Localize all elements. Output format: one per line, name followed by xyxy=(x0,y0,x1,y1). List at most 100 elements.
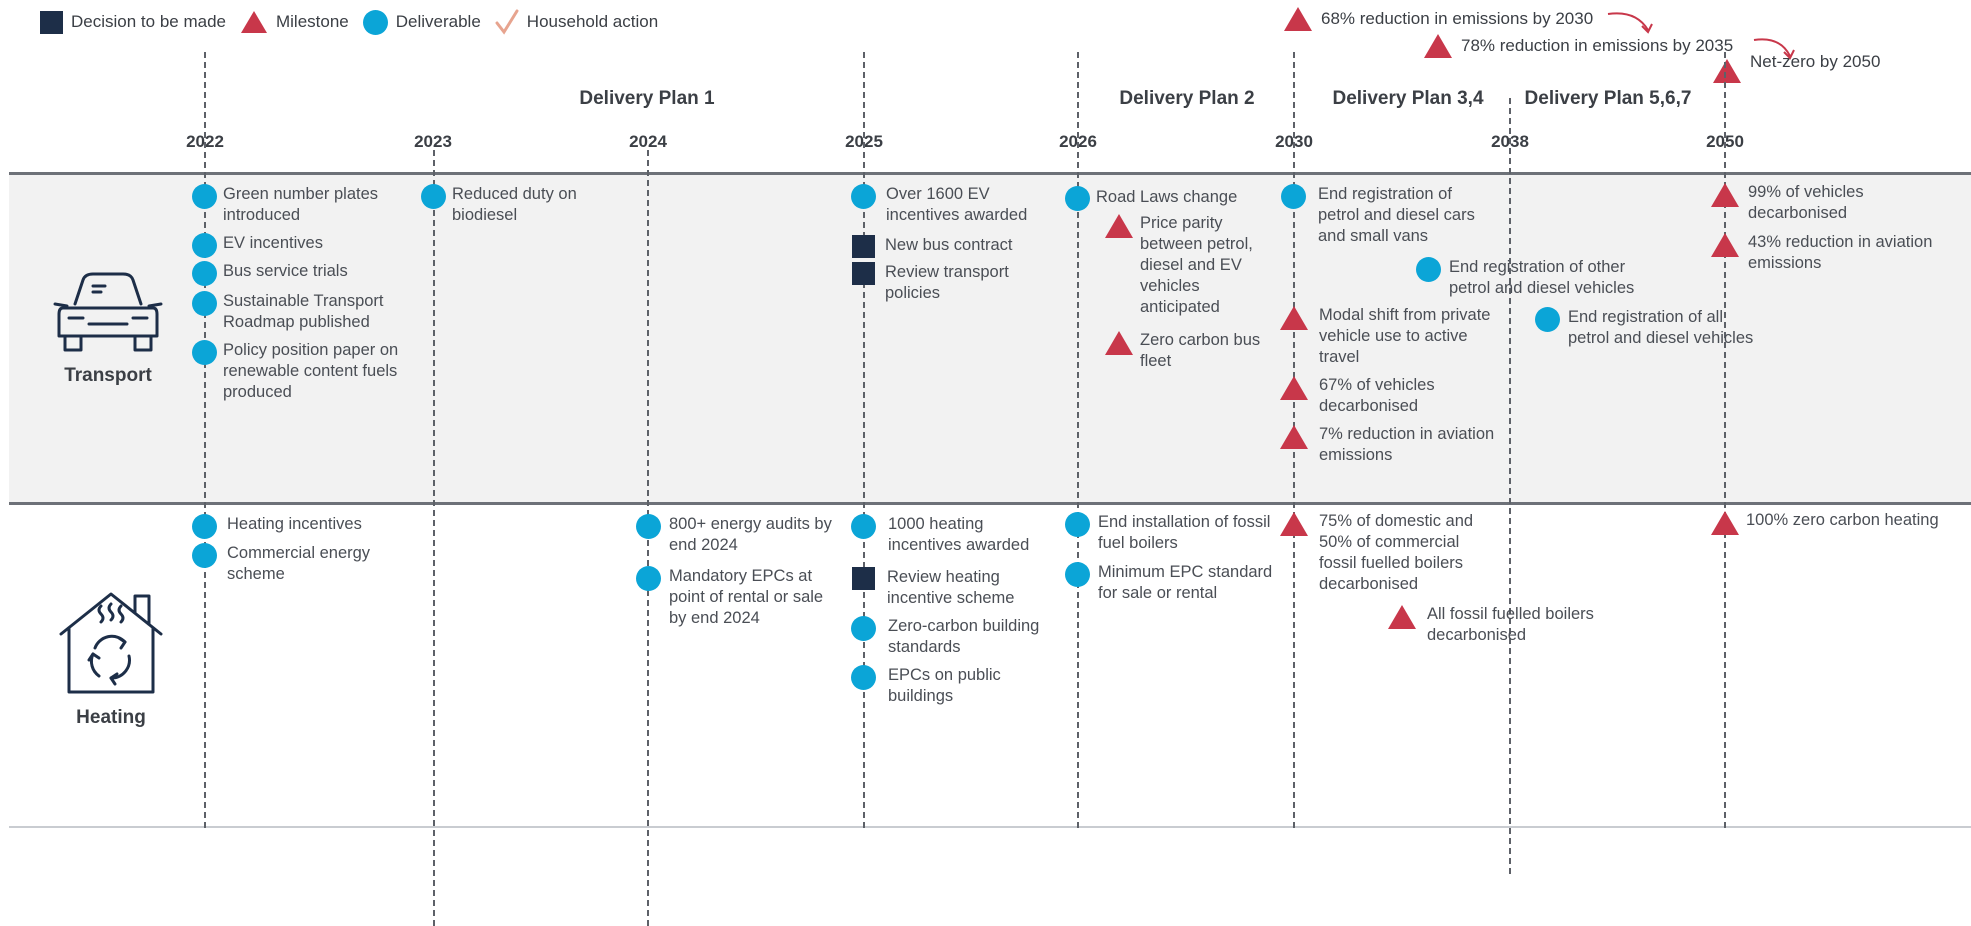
item-line: 75% of domestic and xyxy=(1319,512,1474,530)
item-line: point of rental or sale xyxy=(669,588,824,606)
deliverable-icon xyxy=(851,514,876,539)
legend: Decision to be made Milestone Deliverabl… xyxy=(40,8,672,36)
milestone-item: 7% reduction in aviation emissions xyxy=(1279,424,1494,466)
top-milestone-label: 68% reduction in emissions by 2030 xyxy=(1321,9,1594,28)
deliverable-icon xyxy=(192,340,217,365)
item-text: 7% reduction in aviation emissions xyxy=(1319,424,1494,466)
item-line: anticipated xyxy=(1140,298,1220,316)
item-line: emissions xyxy=(1319,446,1393,464)
curved-arrow-icon xyxy=(1753,38,1795,60)
deliverable-item: EPCs on public buildings xyxy=(851,665,1001,707)
deliverable-item: Road Laws change xyxy=(1065,186,1237,211)
deliverable-icon xyxy=(421,184,446,209)
item-line: buildings xyxy=(888,687,954,705)
curved-arrow-icon xyxy=(1607,12,1653,34)
item-line: Bus service trials xyxy=(223,262,348,280)
house-heating-icon xyxy=(59,592,163,694)
deliverable-item: Bus service trials xyxy=(192,261,348,286)
item-line: Modal shift from private xyxy=(1319,306,1491,324)
sector-label: Transport xyxy=(64,365,152,386)
item-text: Zero-carbon building standards xyxy=(888,616,1039,658)
deliverable-icon xyxy=(636,514,661,539)
item-line: 800+ energy audits by xyxy=(669,515,832,533)
item-line: and small vans xyxy=(1318,227,1429,245)
item-line: 67% of vehicles xyxy=(1319,376,1435,394)
item-line: vehicles xyxy=(1140,277,1200,295)
item-line: Minimum EPC standard xyxy=(1098,563,1273,581)
heating-sector: Heating xyxy=(52,590,170,729)
item-line: Reduced duty on xyxy=(452,185,577,203)
top-milestone-label: 78% reduction in emissions by 2035 xyxy=(1461,36,1734,55)
item-line: standards xyxy=(888,638,961,656)
deliverable-icon xyxy=(636,566,661,591)
item-line: by end 2024 xyxy=(669,609,760,627)
timeline-gridline xyxy=(1509,98,1511,874)
triangle-icon xyxy=(1284,7,1312,31)
milestone-icon xyxy=(1710,232,1740,258)
item-line: between petrol, xyxy=(1140,235,1253,253)
deliverable-icon xyxy=(851,616,876,641)
milestone-icon xyxy=(1279,375,1309,401)
milestone-item: 67% of vehicles decarbonised xyxy=(1279,375,1435,417)
divider xyxy=(9,172,1971,175)
item-line: Review heating xyxy=(887,568,1000,586)
item-text: EPCs on public buildings xyxy=(888,665,1001,707)
legend-deliverable-label: Deliverable xyxy=(395,12,481,31)
top-milestone: Net-zero by 2050 xyxy=(1712,52,1880,84)
milestone-icon xyxy=(1387,604,1417,630)
milestone-icon xyxy=(1104,213,1134,239)
square-icon xyxy=(40,10,63,34)
legend-decision: Decision to be made xyxy=(40,10,226,34)
triangle-icon xyxy=(1424,34,1452,58)
item-line: Heating incentives xyxy=(227,515,362,533)
item-line: EPCs on public xyxy=(888,666,1001,684)
milestone-icon xyxy=(1710,510,1740,536)
timeline-gridline xyxy=(204,52,206,828)
transport-band xyxy=(9,173,1971,503)
deliverable-item: Minimum EPC standard for sale or rental xyxy=(1065,562,1272,604)
item-line: petrol and diesel vehicles xyxy=(1449,279,1635,297)
delivery-plan-label: Delivery Plan 2 xyxy=(1119,88,1255,109)
item-line: for sale or rental xyxy=(1098,584,1218,602)
deliverable-icon xyxy=(851,665,876,690)
item-line: Over 1600 EV xyxy=(886,185,990,203)
triangle-icon xyxy=(240,10,268,34)
item-line: 100% zero carbon heating xyxy=(1746,511,1939,529)
item-line: decarbonised xyxy=(1319,397,1419,415)
item-line: introduced xyxy=(223,206,301,224)
item-line: fuel boilers xyxy=(1098,534,1178,552)
timeline-gridline xyxy=(863,52,865,828)
item-line: Policy position paper on xyxy=(223,341,399,359)
top-milestone: 78% reduction in emissions by 2035 xyxy=(1423,33,1733,59)
timeline-gridline xyxy=(433,150,435,926)
item-line: Commercial energy xyxy=(227,544,371,562)
deliverable-icon xyxy=(1535,307,1560,332)
item-line: Zero-carbon building xyxy=(888,617,1040,635)
legend-deliverable: Deliverable xyxy=(362,9,481,35)
item-line: policies xyxy=(885,284,941,302)
item-line: 7% reduction in aviation xyxy=(1319,425,1495,443)
deliverable-item: Heating incentives xyxy=(192,514,362,539)
